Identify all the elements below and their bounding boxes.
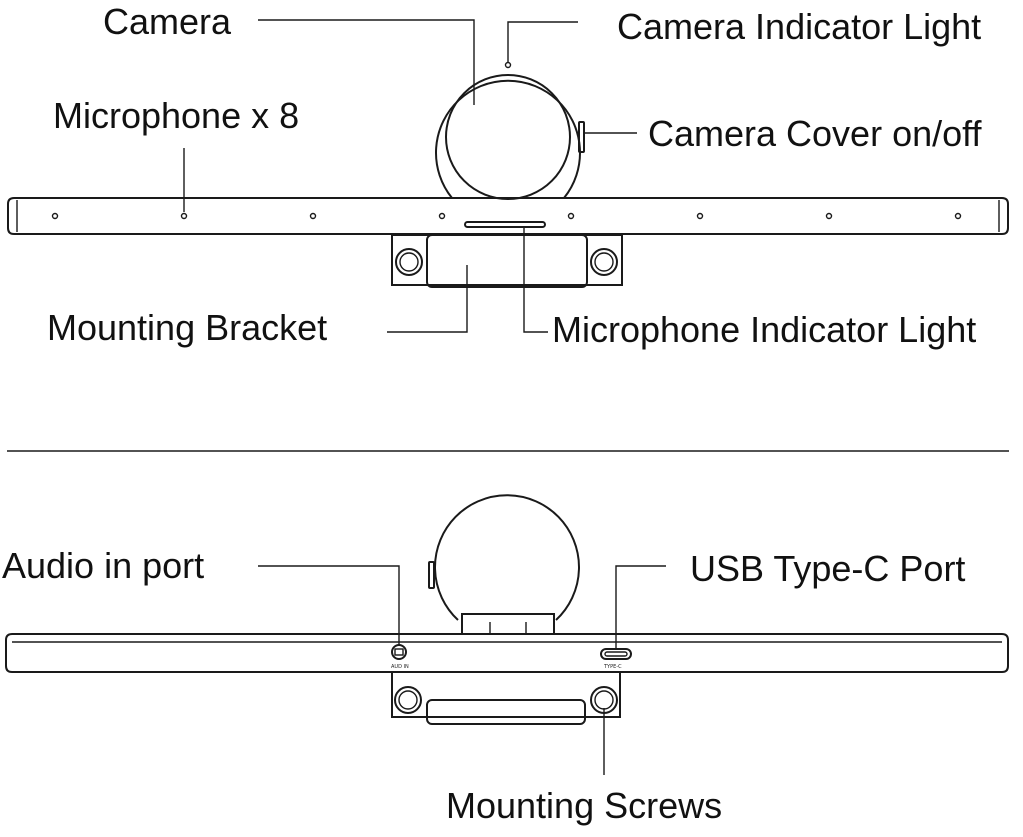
usb-type-c-port-shape (600, 648, 632, 660)
back-leader-lines (258, 565, 666, 775)
front-leader-lines (183, 19, 637, 333)
front-mounting-bracket (391, 234, 623, 288)
label-microphone-x8: Microphone x 8 (53, 95, 300, 136)
back-view: AUD IN TYPE-C (5, 494, 1009, 775)
back-camera (428, 494, 580, 635)
audio-in-jack (391, 644, 407, 660)
usb-port-mark: TYPE-C (603, 664, 622, 670)
front-view (7, 19, 1009, 333)
label-mounting-bracket: Mounting Bracket (47, 307, 328, 348)
label-camera-cover: Camera Cover on/off (648, 113, 982, 154)
label-microphone-indicator-light: Microphone Indicator Light (552, 309, 977, 350)
microphone-holes (51, 212, 962, 220)
front-camera (435, 61, 585, 200)
label-camera: Camera (103, 1, 232, 42)
label-audio-in-port: Audio in port (2, 545, 205, 586)
back-soundbar: AUD IN TYPE-C (5, 633, 1009, 673)
label-usb-type-c-port: USB Type-C Port (690, 548, 966, 589)
label-camera-indicator-light: Camera Indicator Light (617, 6, 982, 47)
audio-port-mark: AUD IN (391, 664, 409, 670)
label-mounting-screws: Mounting Screws (446, 785, 723, 826)
front-soundbar (7, 197, 1009, 235)
back-mounting-bracket (391, 671, 621, 725)
